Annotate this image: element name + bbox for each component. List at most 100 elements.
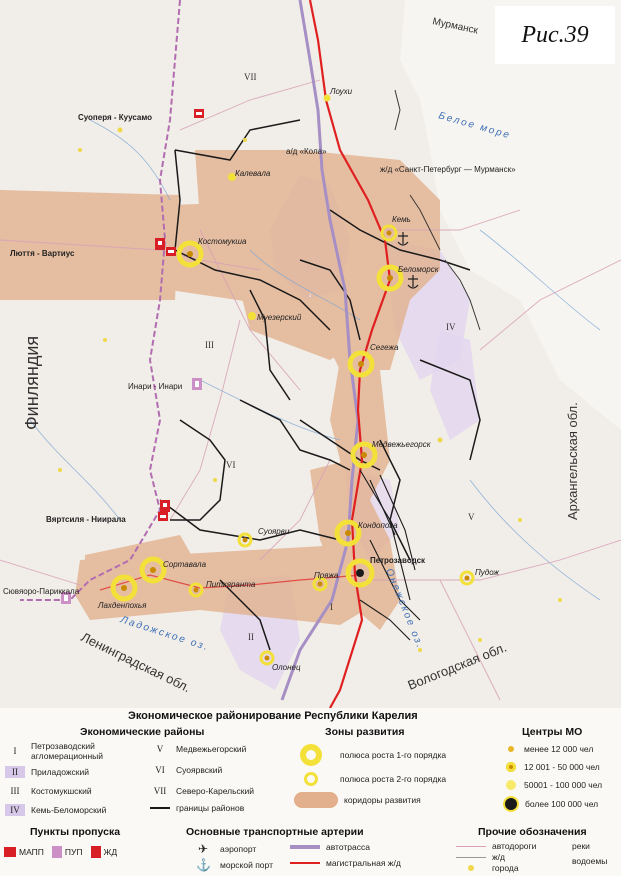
pole-belomorsk bbox=[376, 264, 404, 292]
state-border bbox=[20, 0, 181, 601]
legend-water: водоемы bbox=[572, 856, 607, 866]
highway-swatch bbox=[290, 845, 320, 849]
city-label-mueozero: Муезерский bbox=[257, 313, 302, 322]
corridor-swatch bbox=[294, 792, 338, 808]
figure-label: Рис.39 bbox=[495, 6, 615, 64]
legend-region-num: III bbox=[10, 786, 20, 796]
rivers bbox=[29, 119, 601, 601]
legend-airport-label: аэропорт bbox=[220, 844, 257, 854]
finland-label: Финляндия bbox=[22, 336, 42, 430]
rail-swatch bbox=[456, 856, 486, 858]
legend-pole1-label: полюса роста 1-го порядка bbox=[340, 750, 447, 760]
region-numeral-v: V bbox=[468, 512, 475, 522]
legend-corridors: коридоры развития bbox=[294, 792, 421, 808]
city-dot-swatch bbox=[468, 865, 474, 871]
route-label-railway: ж/д «Санкт-Петербург — Мурманск» bbox=[380, 165, 516, 174]
city-label-medvezhyegorsk: Медвежьегорск bbox=[372, 440, 432, 449]
pole-lakhdenpokhya bbox=[110, 574, 138, 602]
crossing-label-suopera: Суоперя - Куусамо bbox=[78, 113, 152, 122]
main-railway bbox=[308, 0, 392, 708]
legend-checkpoints-heading: Пункты пропуска bbox=[30, 826, 121, 838]
pole-loukhi bbox=[323, 94, 331, 102]
legend-highway-label: автотрасса bbox=[326, 842, 370, 852]
legend-cities-label: города bbox=[492, 863, 519, 873]
legend-roads: автодороги bbox=[456, 841, 536, 851]
city-label-pudozh: Пудож bbox=[475, 568, 499, 577]
border-line-swatch bbox=[150, 807, 170, 809]
city-label-kondopoga: Кондопога bbox=[358, 521, 398, 530]
legend-pole2-label: полюса роста 2-го порядка bbox=[340, 774, 447, 784]
city-label-kostomuksha: Костомукша bbox=[198, 237, 247, 246]
legend-mapp-label: МАПП bbox=[19, 847, 44, 857]
pole-suoyarvi bbox=[237, 532, 253, 548]
legend-region-num: V bbox=[156, 744, 164, 754]
center-dot-swatch bbox=[505, 798, 517, 810]
rail-icon bbox=[90, 846, 101, 858]
road-swatch bbox=[456, 845, 486, 847]
crossing-label-vartsilya: Вяртсиля - Ниирала bbox=[46, 515, 126, 524]
pole2-swatch bbox=[304, 772, 318, 786]
pole-sortavala bbox=[139, 556, 167, 584]
roads bbox=[0, 79, 621, 701]
legend: Экономическое районирование Республики К… bbox=[0, 708, 621, 876]
pole-medvezhyegorsk bbox=[350, 441, 378, 469]
legend-center-label: более 100 000 чел bbox=[525, 799, 599, 809]
legend-rail-label: ЖД bbox=[103, 847, 118, 857]
legend-region-v: V Медвежьегорский bbox=[150, 743, 247, 755]
legend-center-4: более 100 000 чел bbox=[505, 798, 598, 810]
region-numeral-vii: VII bbox=[244, 72, 257, 82]
legend-borders: границы районов bbox=[150, 803, 244, 813]
anchor-icon bbox=[397, 232, 419, 289]
center-dot-swatch bbox=[506, 762, 516, 772]
white-sea-coast bbox=[394, 89, 481, 331]
legend-seaport: ⚓ морской порт bbox=[196, 858, 273, 872]
legend-rivers: реки bbox=[572, 841, 590, 851]
growth-poles bbox=[110, 94, 475, 666]
legend-checkpoints-row: МАПП ПУП ЖД bbox=[4, 846, 117, 858]
legend-cities: города bbox=[456, 863, 519, 873]
pole-segezha bbox=[347, 350, 375, 378]
legend-region-name: Костомукшский bbox=[31, 786, 92, 796]
region-numeral-i: I bbox=[330, 602, 333, 612]
airplane-icon: ✈ bbox=[197, 842, 209, 856]
legend-center-1: менее 12 000 чел bbox=[508, 744, 593, 754]
city-label-suoyarvi: Суоярви bbox=[258, 527, 290, 536]
railway-swatch bbox=[290, 862, 320, 864]
legend-region-vi: VI Суоярвский bbox=[150, 764, 222, 776]
center-dot-swatch bbox=[506, 780, 516, 790]
legend-region-iv: IV Кемь-Беломорский bbox=[5, 804, 106, 816]
legend-region-i: I Петрозаводский агломерационный bbox=[5, 741, 121, 761]
pole-pitkyaranta bbox=[188, 582, 204, 598]
legend-highway: автотрасса bbox=[290, 842, 370, 852]
legend-other-heading: Прочие обозначения bbox=[478, 826, 587, 838]
legend-center-label: 12 001 - 50 000 чел bbox=[524, 762, 600, 772]
pole-mueozero bbox=[248, 312, 256, 320]
legend-region-name: Северо-Карельский bbox=[176, 786, 255, 796]
legend-corridors-label: коридоры развития bbox=[344, 795, 421, 805]
pole1-swatch bbox=[300, 744, 322, 766]
onega-lake bbox=[359, 469, 421, 641]
pole-pryazha bbox=[312, 576, 328, 592]
legend-pole2: полюса роста 2-го порядка bbox=[304, 772, 446, 786]
region-numeral-iv: IV bbox=[446, 322, 456, 332]
legend-region-num: IV bbox=[5, 804, 25, 816]
legend-rail-other-label: ж/д bbox=[492, 852, 506, 862]
legend-rivers-label: реки bbox=[572, 841, 590, 851]
crossing-label-lyuttya: Люття - Вартиус bbox=[10, 249, 75, 258]
pole-kostomuksha bbox=[176, 240, 204, 268]
legend-region-ii: II Приладожский bbox=[5, 766, 89, 778]
legend-region-num: VII bbox=[153, 786, 167, 796]
checkpoint-icons bbox=[61, 109, 204, 604]
crossing-label-inari: Инари - Инари bbox=[128, 382, 182, 391]
legend-center-label: менее 12 000 чел bbox=[524, 744, 594, 754]
region-numeral-ii: II bbox=[248, 632, 254, 642]
city-label-pryazha: Пряжа bbox=[314, 571, 339, 580]
pole-pudozh bbox=[459, 570, 475, 586]
legend-rail: ж/д bbox=[456, 852, 505, 862]
legend-region-name: Кемь-Беломорский bbox=[31, 805, 107, 815]
legend-airport: ✈ аэропорт bbox=[196, 842, 256, 856]
legend-zones-heading: Зоны развития bbox=[325, 726, 405, 738]
center-dot-swatch bbox=[508, 746, 514, 752]
route-label-kola: а/д «Кола» bbox=[286, 147, 327, 156]
